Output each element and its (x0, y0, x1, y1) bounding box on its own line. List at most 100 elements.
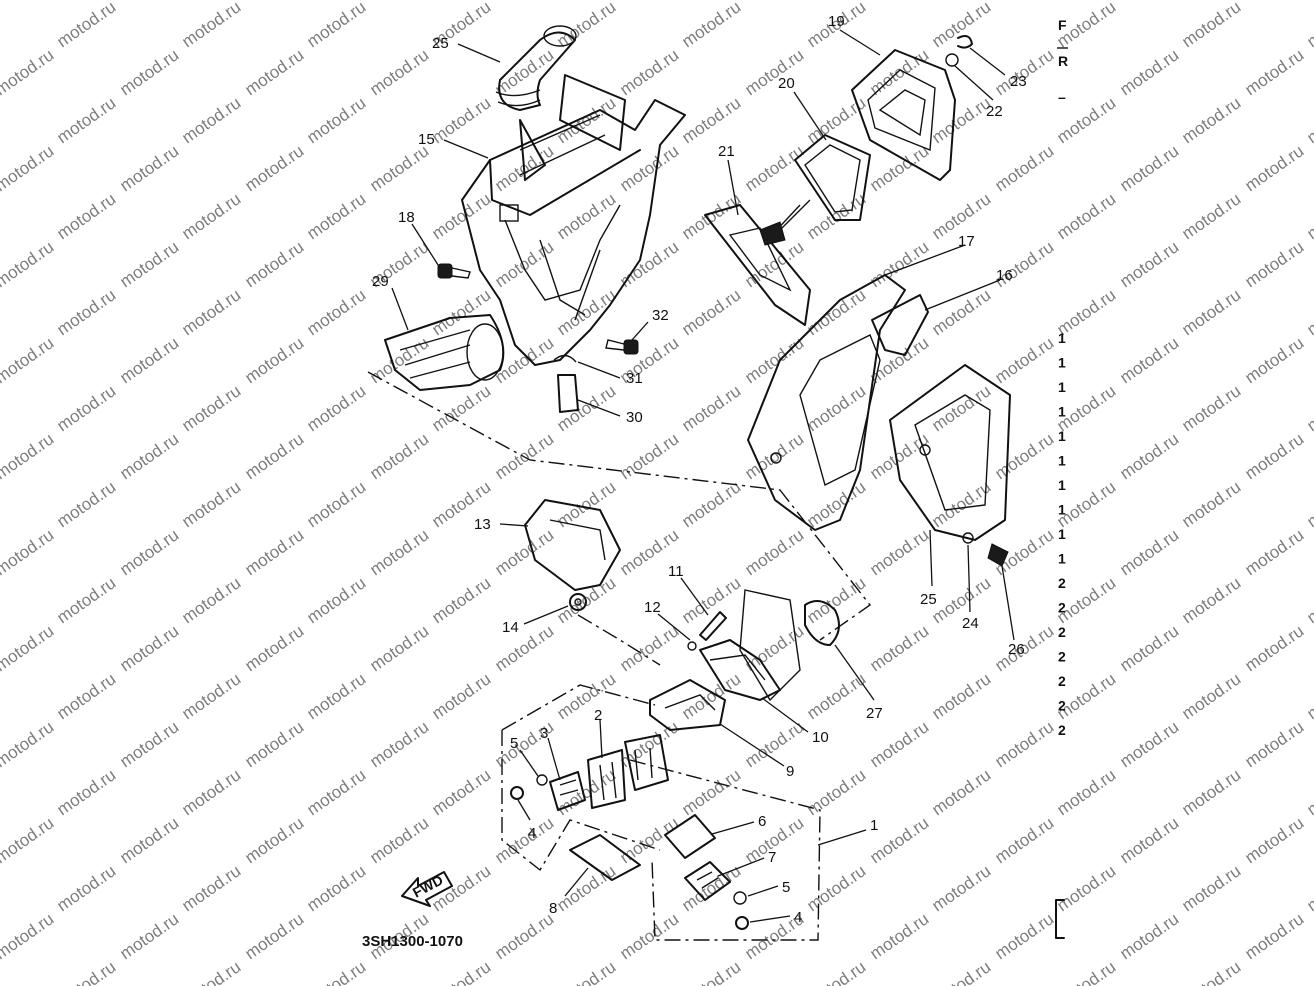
watermark-text: motod.ru (303, 861, 369, 915)
watermark-text: motod.ru (928, 861, 994, 915)
callout-7: 7 (768, 849, 776, 866)
watermark-text: motod.ru (491, 909, 557, 963)
watermark-text: motod.ru (866, 141, 932, 195)
watermark-text: motod.ru (491, 525, 557, 579)
watermark-text: motod.ru (928, 669, 994, 723)
watermark-text: motod.ru (678, 93, 744, 147)
watermark-text: motod.ru (1178, 0, 1244, 51)
edge-list-item: 2 (1058, 673, 1066, 689)
watermark-text: motod.ru (303, 0, 369, 51)
watermark-text: motod.ru (428, 189, 494, 243)
watermark-text: motod.ru (991, 909, 1057, 963)
watermark-text: motod.ru (241, 909, 307, 963)
watermark-text: motod.ru (803, 765, 869, 819)
watermark-text: motod.ru (116, 717, 182, 771)
watermark-text: motod.ru (116, 621, 182, 675)
watermark-text: motod.ru (303, 477, 369, 531)
watermark-text: motod.ru (1178, 189, 1244, 243)
watermark-text: motod.ru (178, 573, 244, 627)
part-washer-5a (536, 774, 548, 786)
callout-25: 25 (920, 591, 937, 608)
assembly-line-airbox (367, 371, 872, 641)
edge-bracket (1055, 899, 1065, 939)
watermark-text: motod.ru (866, 717, 932, 771)
watermark-text: motod.ru (178, 861, 244, 915)
watermark-text: motod.ru (428, 765, 494, 819)
watermark-text: motod.ru (0, 45, 57, 99)
watermark-text: motod.ru (1241, 525, 1307, 579)
part-reed-block (624, 734, 669, 791)
watermark-text: motod.ru (53, 189, 119, 243)
watermark-text: motod.ru (678, 573, 744, 627)
watermark-text: motod.ru (178, 381, 244, 435)
watermark-text: motod.ru (1303, 0, 1314, 51)
callout-2: 2 (594, 707, 602, 724)
watermark-text: motod.ru (0, 909, 57, 963)
watermark-text: motod.ru (491, 0, 557, 3)
watermark-text: motod.ru (116, 237, 182, 291)
watermark-text: motod.ru (1116, 621, 1182, 675)
callout-8: 8 (549, 900, 557, 917)
watermark-text: motod.ru (303, 669, 369, 723)
callout-23: 23 (1010, 73, 1027, 90)
watermark-text: motod.ru (303, 189, 369, 243)
callout-29: 31 (626, 370, 643, 387)
watermark-text: motod.ru (928, 285, 994, 339)
edge-header-1: R (1058, 53, 1068, 69)
callout-21: 21 (718, 143, 735, 160)
watermark-text: motod.ru (1241, 429, 1307, 483)
watermark-text: motod.ru (1241, 621, 1307, 675)
part-side-panel (889, 364, 1011, 541)
part-screw-23 (957, 35, 973, 49)
watermark-text: motod.ru (241, 717, 307, 771)
watermark-text: motod.ru (241, 621, 307, 675)
watermark-text: motod.ru (803, 573, 869, 627)
edge-list-item: 1 (1058, 379, 1066, 395)
watermark-text: motod.ru (366, 0, 432, 3)
watermark-text: motod.ru (1116, 333, 1182, 387)
watermark-text: motod.ru (53, 669, 119, 723)
watermark-text: motod.ru (678, 765, 744, 819)
edge-list-item: 1 (1058, 428, 1066, 444)
watermark-text: motod.ru (803, 381, 869, 435)
part-side-cover (747, 274, 906, 531)
watermark-text: motod.ru (678, 477, 744, 531)
watermark-text: motod.ru (178, 93, 244, 147)
edge-list-item: 1 (1058, 502, 1066, 518)
watermark-text: motod.ru (178, 669, 244, 723)
watermark-text: motod.ru (1178, 765, 1244, 819)
watermark-text: motod.ru (428, 573, 494, 627)
watermark-text: motod.ru (1303, 957, 1314, 986)
watermark-text: motod.ru (1116, 813, 1182, 867)
part-reed-6 (664, 814, 716, 859)
watermark-text: motod.ru (1241, 333, 1307, 387)
watermark-text: motod.ru (53, 285, 119, 339)
watermark-text: motod.ru (116, 333, 182, 387)
watermark-text: motod.ru (803, 285, 869, 339)
watermark-text: motod.ru (116, 0, 182, 3)
watermark-text: motod.ru (0, 813, 57, 867)
callout-28: 30 (626, 409, 643, 426)
watermark-text: motod.ru (616, 0, 682, 3)
watermark-text: motod.ru (116, 45, 182, 99)
watermark-text: motod.ru (616, 141, 682, 195)
callout-20: 20 (778, 75, 795, 92)
callout-32: 32 (652, 307, 669, 324)
edge-list-item: 1 (1058, 404, 1066, 420)
watermark-text: motod.ru (1303, 861, 1314, 915)
part-manifold-10 (699, 589, 801, 702)
part-washer-22 (945, 53, 959, 67)
callout-5b: 5 (782, 879, 790, 896)
edge-list-item: 1 (1058, 551, 1066, 567)
watermark-text: motod.ru (803, 861, 869, 915)
edge-list-item: 1 (1058, 453, 1066, 469)
part-reed-2 (587, 749, 626, 809)
part-air-box (461, 74, 686, 366)
edge-list-item: 1 (1058, 355, 1066, 371)
watermark-text: motod.ru (1116, 717, 1182, 771)
watermark-text: motod.ru (178, 0, 244, 51)
watermark-text: motod.ru (366, 621, 432, 675)
watermark-text: motod.ru (1241, 0, 1307, 3)
